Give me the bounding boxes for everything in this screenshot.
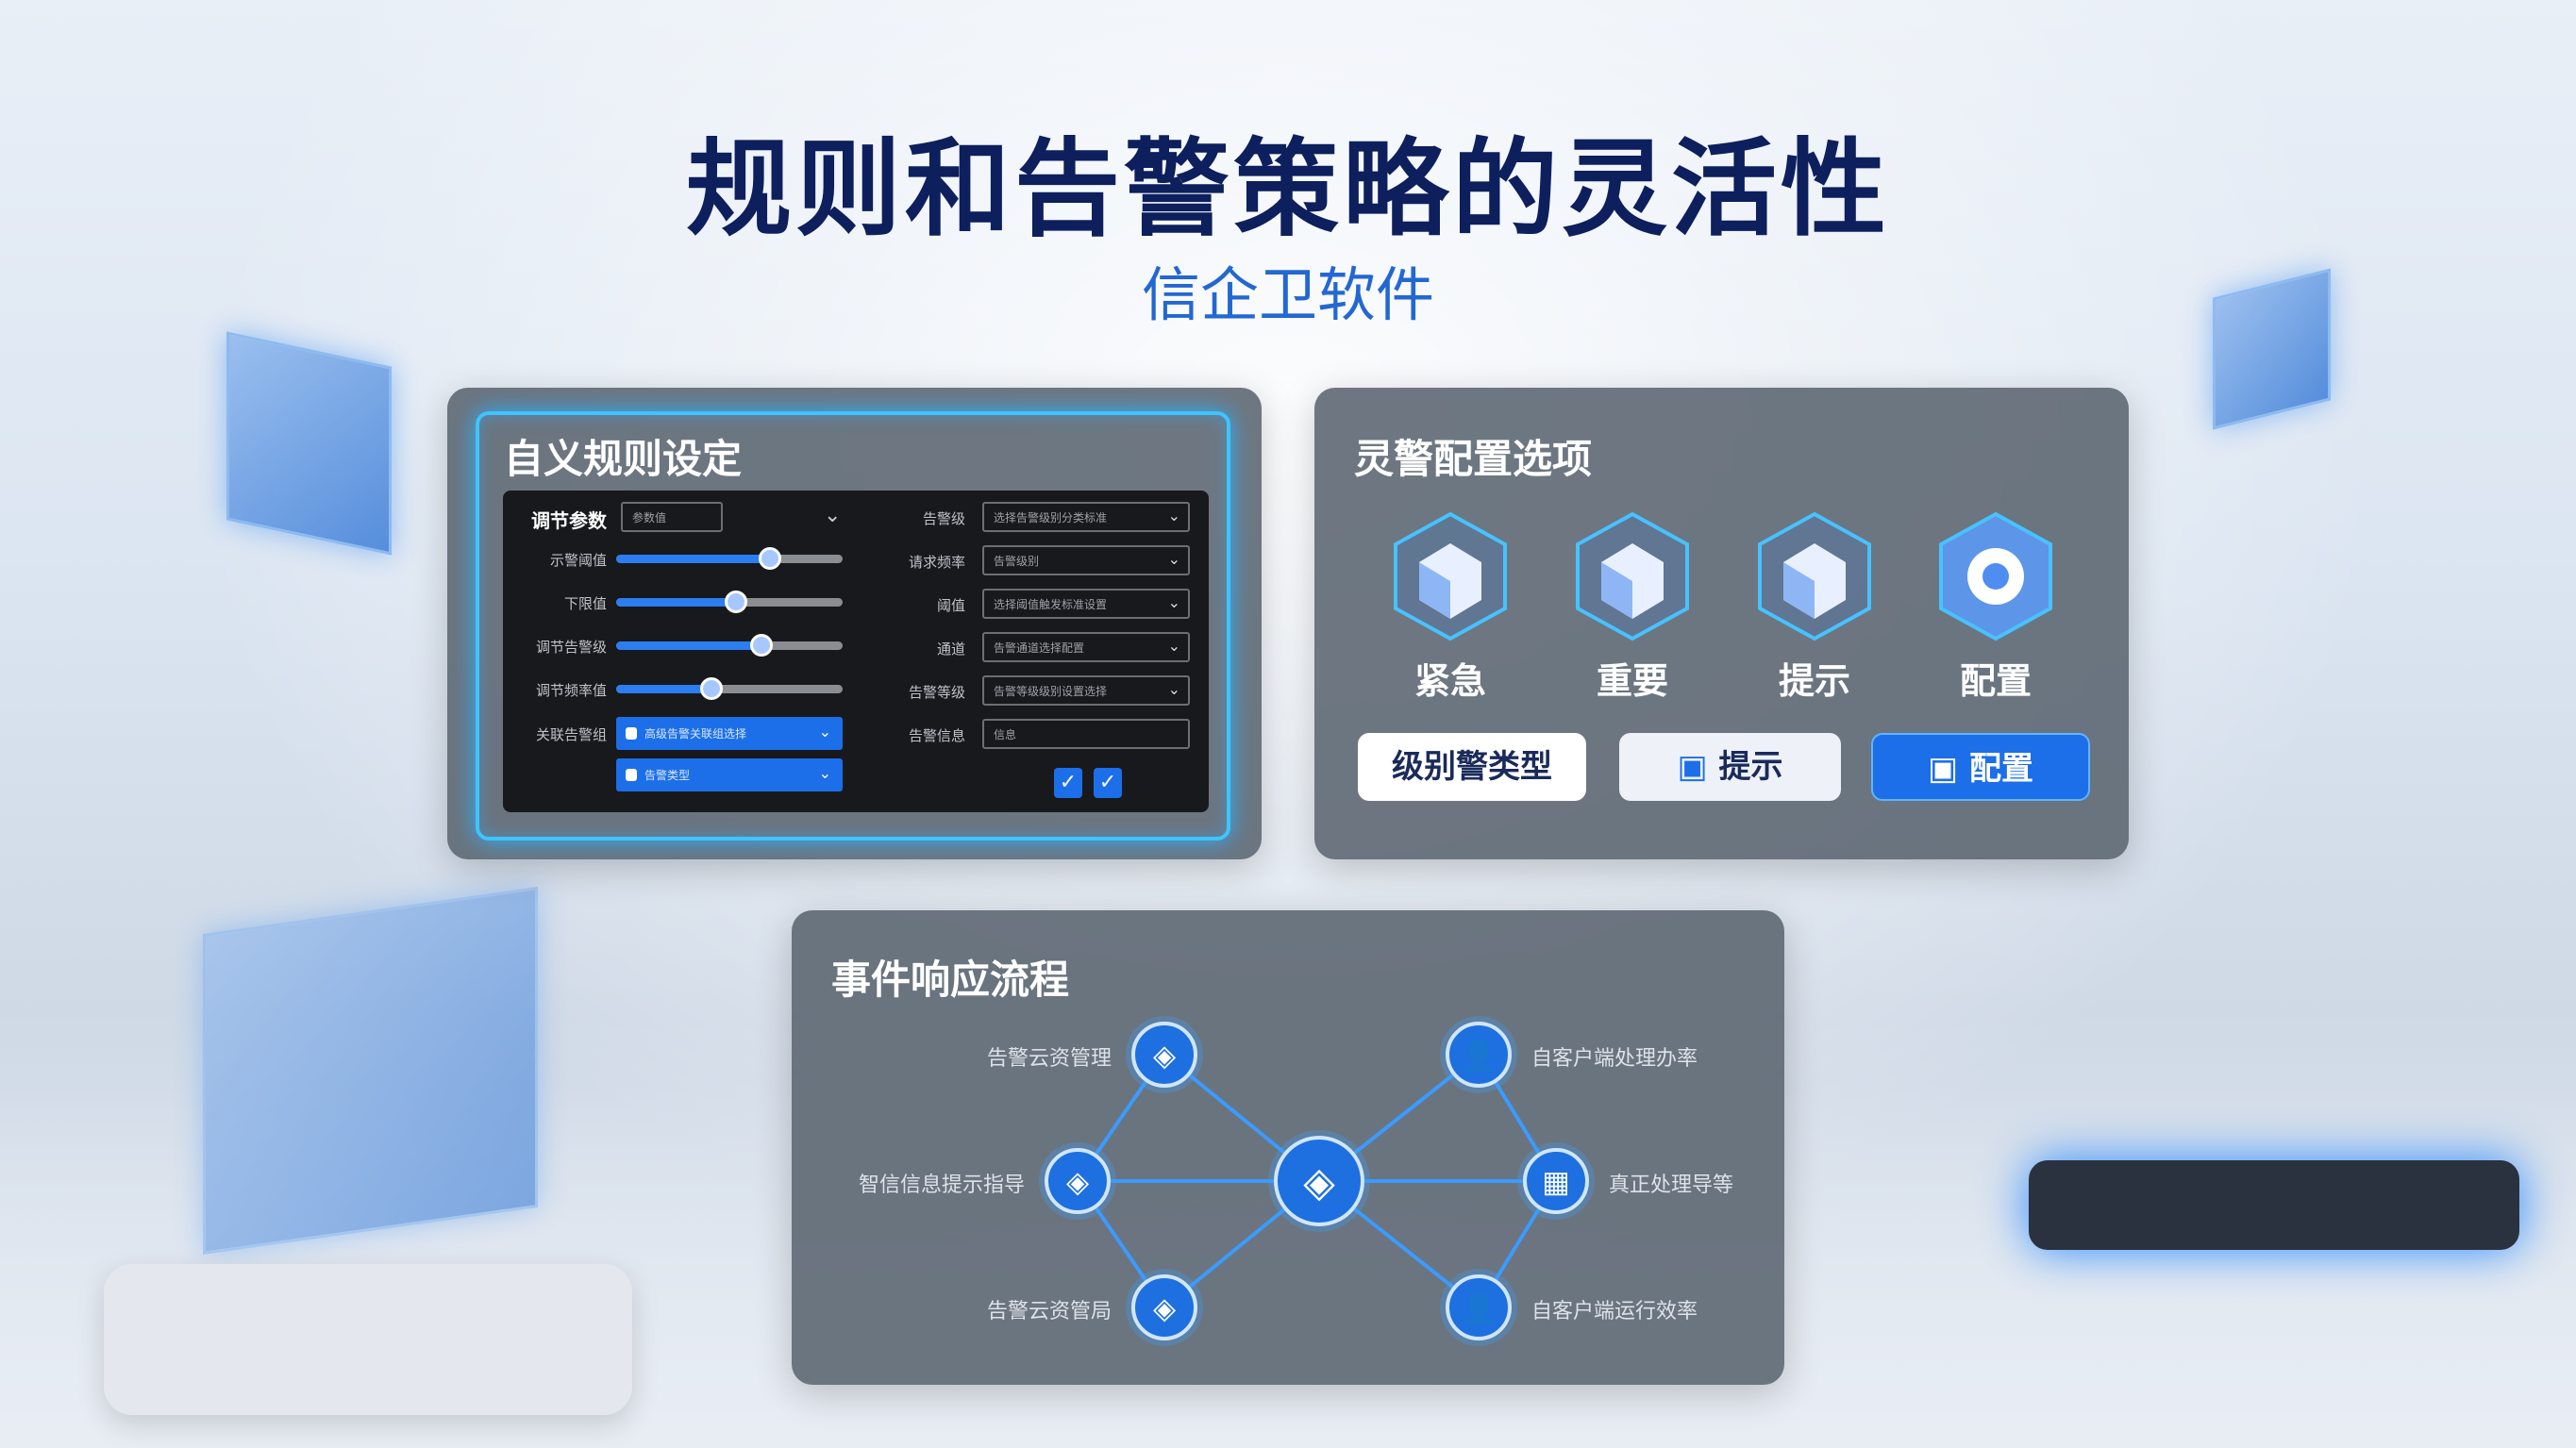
panel-title: 事件响应流程 xyxy=(831,957,1070,1003)
slider-label: 调节频率值 xyxy=(535,682,607,699)
select-value: 信息 xyxy=(994,728,1017,741)
level-label: 紧急 xyxy=(1413,660,1486,702)
select-value: 选择告警级别分类标准 xyxy=(994,511,1108,524)
flow-node[interactable] xyxy=(1274,1136,1364,1226)
select-value: 选择阈值触发标准设置 xyxy=(994,598,1108,611)
slider-label: 下限值 xyxy=(563,595,607,612)
user-icon: 👤 xyxy=(1460,1291,1497,1326)
hint-button[interactable]: ▣ 提示 xyxy=(1619,733,1841,801)
custom-rules-panel: 自义规则设定 调节参数 参数值 ⌄ 示警阈值 下限值 调节告警级 调节频率值 关… xyxy=(447,388,1262,859)
box-icon: ◈ xyxy=(1066,1166,1090,1200)
gear-icon[interactable] xyxy=(1937,510,2054,642)
level-label: 重要 xyxy=(1596,660,1668,702)
config-icon: ▣ xyxy=(1928,750,1969,788)
param-input[interactable]: 参数值 xyxy=(621,502,723,532)
node-label: 告警云资管局 xyxy=(986,1300,1112,1323)
field-select[interactable]: 选择告警级别分类标准 ⌄ xyxy=(982,502,1190,532)
floating-screen-bottom-left xyxy=(203,887,538,1255)
crystal-icon[interactable] xyxy=(1392,510,1509,642)
page-title: 规则和告警策略的灵活性 xyxy=(686,128,1890,251)
slider-frequency[interactable] xyxy=(616,677,843,700)
user-icon: 👤 xyxy=(1460,1039,1497,1074)
field-select[interactable]: 信息 xyxy=(982,719,1190,749)
glow-frame xyxy=(476,411,1230,841)
chevron-down-icon: ⌄ xyxy=(1167,507,1180,524)
cube-icon[interactable] xyxy=(1574,510,1691,642)
alert-group-select[interactable]: 高级告警关联组选择 ⌄ xyxy=(616,717,843,750)
select-value: 告警类型 xyxy=(644,769,691,782)
box-icon: ◈ xyxy=(1153,1292,1177,1326)
field-label: 阈值 xyxy=(936,597,965,614)
node-label: 智信信息提示指导 xyxy=(858,1173,1025,1197)
pedestal-left xyxy=(104,1264,632,1415)
chevron-down-icon: ⌄ xyxy=(1167,680,1180,698)
flow-node[interactable] xyxy=(1523,1148,1589,1214)
chevron-down-icon: ⌄ xyxy=(818,723,831,741)
select-label: 关联告警组 xyxy=(535,726,607,743)
chevron-down-icon: ⌄ xyxy=(818,764,831,782)
config-button[interactable]: ▣ 配置 xyxy=(1871,733,2090,801)
slider-handle[interactable] xyxy=(749,634,773,657)
flow-diagram: ◈ ◈ ◈ ◈ 👤 ▦ 👤 xyxy=(1039,1016,1595,1346)
flow-node[interactable] xyxy=(1446,1022,1512,1088)
slider-lower-limit[interactable] xyxy=(616,591,843,613)
param-label: 调节参数 xyxy=(531,509,607,532)
select-value: 告警级别 xyxy=(994,555,1040,568)
chevron-down-icon: ⌄ xyxy=(1167,637,1180,655)
box-icon: ◈ xyxy=(1153,1040,1177,1074)
node-label: 告警云资管理 xyxy=(986,1047,1112,1071)
node-label: 自客户端运行效率 xyxy=(1531,1300,1698,1323)
chevron-down-icon: ⌄ xyxy=(1167,593,1180,611)
select-value: 告警通道选择配置 xyxy=(994,641,1085,655)
slider-threshold[interactable] xyxy=(616,547,843,570)
slider-handle[interactable] xyxy=(759,547,782,570)
flow-node[interactable] xyxy=(1131,1274,1197,1340)
field-label: 告警等级 xyxy=(908,684,965,701)
chevron-down-icon: ⌄ xyxy=(1167,550,1180,568)
slider-alert-level[interactable] xyxy=(616,634,843,657)
level-label: 提示 xyxy=(1778,660,1850,702)
cube-icon[interactable] xyxy=(1756,510,1873,642)
floating-screen-left xyxy=(226,331,392,556)
incident-response-panel: 事件响应流程 ◈ ◈ ◈ ◈ 👤 ▦ 👤 告警云资管理智信信息提示指导告警云资管局 自客户端处… xyxy=(792,910,1784,1385)
alert-type-button[interactable]: 级别警类型 xyxy=(1358,733,1586,801)
flow-node[interactable] xyxy=(1045,1148,1111,1214)
field-label: 通道 xyxy=(936,641,965,657)
button-label: 配置 xyxy=(1968,750,2033,788)
rules-form: 调节参数 参数值 ⌄ 示警阈值 下限值 调节告警级 调节频率值 关联告警组 高级… xyxy=(503,491,1209,812)
grid-icon: ▦ xyxy=(1542,1166,1570,1200)
panel-title: 自义规则设定 xyxy=(504,436,743,482)
level-label: 配置 xyxy=(1959,660,2032,702)
slider-label: 调节告警级 xyxy=(535,639,607,656)
node-label: 自客户端处理办率 xyxy=(1531,1047,1698,1071)
chevron-down-icon[interactable]: ⌄ xyxy=(824,504,842,527)
field-label: 请求频率 xyxy=(908,554,965,571)
alert-type-select[interactable]: 告警类型 ⌄ xyxy=(616,758,843,791)
field-label: 告警信息 xyxy=(908,727,965,744)
pedestal-right xyxy=(2029,1160,2519,1250)
select-value: 告警等级级别设置选择 xyxy=(994,685,1108,698)
checkbox-2[interactable]: ✓ xyxy=(1094,768,1122,798)
field-select[interactable]: 告警级别 ⌄ xyxy=(982,545,1190,575)
box-icon: ◈ xyxy=(1303,1158,1335,1207)
node-label: 真正处理导等 xyxy=(1609,1173,1734,1197)
panel-title: 灵警配置选项 xyxy=(1354,436,1593,482)
field-select[interactable]: 告警等级级别设置选择 ⌄ xyxy=(982,675,1190,706)
select-value: 高级告警关联组选择 xyxy=(644,727,747,741)
flow-node[interactable] xyxy=(1131,1022,1197,1088)
button-label: 提示 xyxy=(1718,748,1783,786)
flow-node[interactable] xyxy=(1446,1274,1512,1340)
field-select[interactable]: 告警通道选择配置 ⌄ xyxy=(982,632,1190,662)
field-label: 告警级 xyxy=(922,510,965,527)
page-subtitle: 信企卫软件 xyxy=(1141,260,1434,329)
slider-label: 示警阈值 xyxy=(549,552,607,569)
alert-config-panel: 灵警配置选项 紧急重要提示配置 级别警类型 ▣ 提示 ▣ 配置 xyxy=(1314,388,2129,859)
slider-handle[interactable] xyxy=(725,591,748,613)
hint-icon: ▣ xyxy=(1677,748,1719,786)
field-select[interactable]: 选择阈值触发标准设置 ⌄ xyxy=(982,589,1190,619)
slider-handle[interactable] xyxy=(699,677,723,700)
checkbox-1[interactable]: ✓ xyxy=(1054,768,1082,798)
